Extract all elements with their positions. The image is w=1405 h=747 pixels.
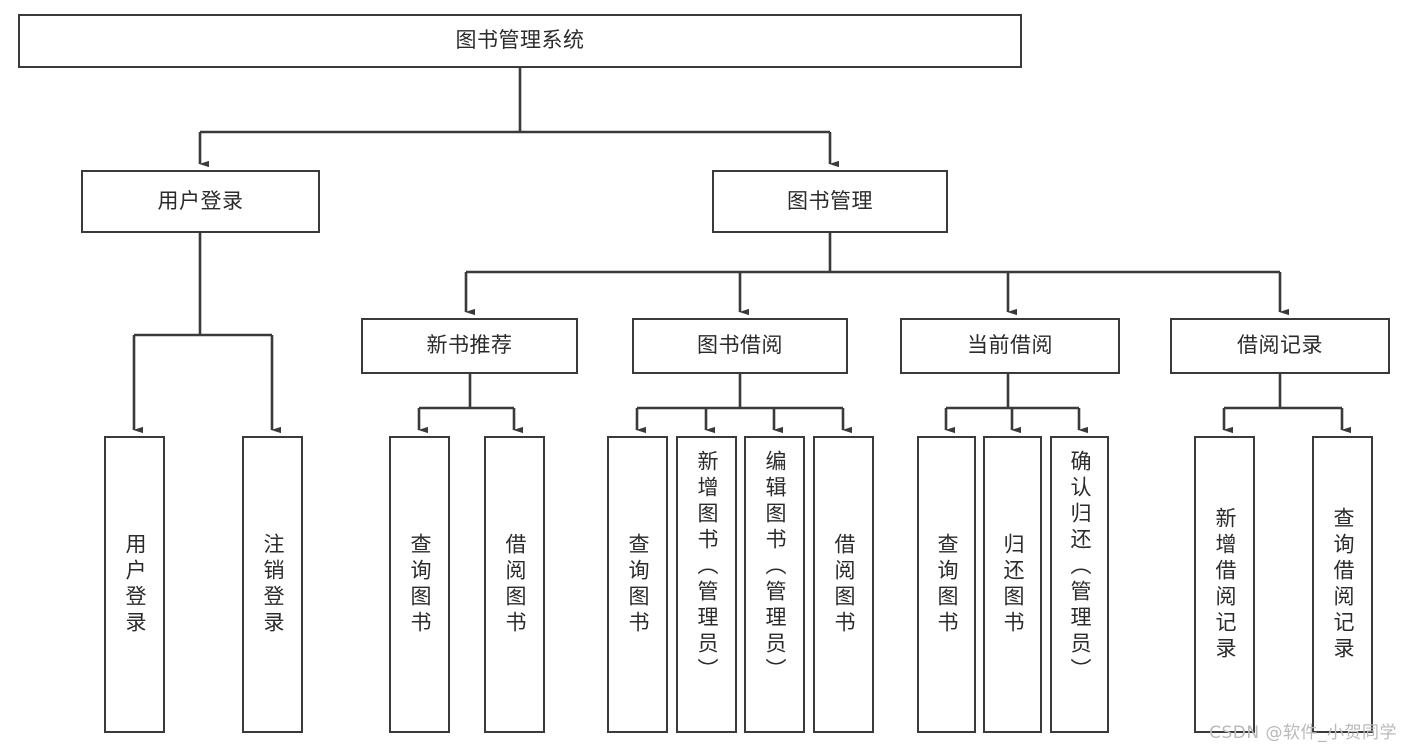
node-user-login-label: 用户登录 <box>157 188 244 213</box>
node-leaf-logout-label: 注销登录 <box>261 532 285 637</box>
node-leaf-query-book-2-label: 查询图书 <box>626 532 650 637</box>
node-leaf-query-book-3[interactable]: 查询图书 <box>917 436 976 733</box>
node-current-borrow[interactable]: 当前借阅 <box>900 318 1120 374</box>
node-leaf-query-book-2[interactable]: 查询图书 <box>607 436 668 733</box>
node-leaf-user-login-label: 用户登录 <box>123 532 147 637</box>
node-new-book-recommend[interactable]: 新书推荐 <box>361 318 578 374</box>
node-leaf-return-book-label: 归还图书 <box>1001 532 1025 637</box>
node-borrow-record-label: 借阅记录 <box>1237 333 1323 358</box>
node-book-manage-label: 图书管理 <box>787 188 873 213</box>
watermark-text: CSDN @软件_小贺同学 <box>1209 723 1397 743</box>
node-leaf-borrow-book-2-label: 借阅图书 <box>832 532 856 637</box>
node-leaf-return-book[interactable]: 归还图书 <box>983 436 1042 733</box>
node-leaf-add-record[interactable]: 新增借阅记录 <box>1194 436 1255 733</box>
node-root-label: 图书管理系统 <box>455 28 585 53</box>
node-new-book-recommend-label: 新书推荐 <box>426 333 513 358</box>
node-root[interactable]: 图书管理系统 <box>18 14 1022 68</box>
node-leaf-query-record-label: 查询借阅记录 <box>1331 506 1355 663</box>
node-book-borrow[interactable]: 图书借阅 <box>632 318 848 374</box>
node-book-borrow-label: 图书借阅 <box>697 333 783 358</box>
node-user-login[interactable]: 用户登录 <box>81 170 320 233</box>
node-leaf-query-book-3-label: 查询图书 <box>935 532 959 637</box>
node-leaf-edit-book[interactable]: 编辑图书（管理员） <box>744 436 805 733</box>
node-leaf-query-record[interactable]: 查询借阅记录 <box>1312 436 1373 733</box>
node-leaf-borrow-book-2[interactable]: 借阅图书 <box>813 436 874 733</box>
node-leaf-borrow-book-1-label: 借阅图书 <box>503 532 527 637</box>
node-borrow-record[interactable]: 借阅记录 <box>1170 318 1390 374</box>
node-leaf-edit-book-label: 编辑图书（管理员） <box>763 450 787 684</box>
node-book-manage[interactable]: 图书管理 <box>712 170 948 233</box>
node-leaf-query-book-1-label: 查询图书 <box>408 532 432 637</box>
node-leaf-add-record-label: 新增借阅记录 <box>1213 506 1237 663</box>
node-current-borrow-label: 当前借阅 <box>967 333 1053 358</box>
node-leaf-borrow-book-1[interactable]: 借阅图书 <box>484 436 545 733</box>
node-leaf-add-book-label: 新增图书（管理员） <box>695 450 719 684</box>
node-leaf-logout[interactable]: 注销登录 <box>242 436 303 733</box>
node-leaf-query-book-1[interactable]: 查询图书 <box>389 436 450 733</box>
node-leaf-confirm-return[interactable]: 确认归还（管理员） <box>1050 436 1109 733</box>
node-leaf-user-login[interactable]: 用户登录 <box>104 436 165 733</box>
node-leaf-confirm-return-label: 确认归还（管理员） <box>1068 450 1092 684</box>
node-leaf-add-book[interactable]: 新增图书（管理员） <box>676 436 737 733</box>
